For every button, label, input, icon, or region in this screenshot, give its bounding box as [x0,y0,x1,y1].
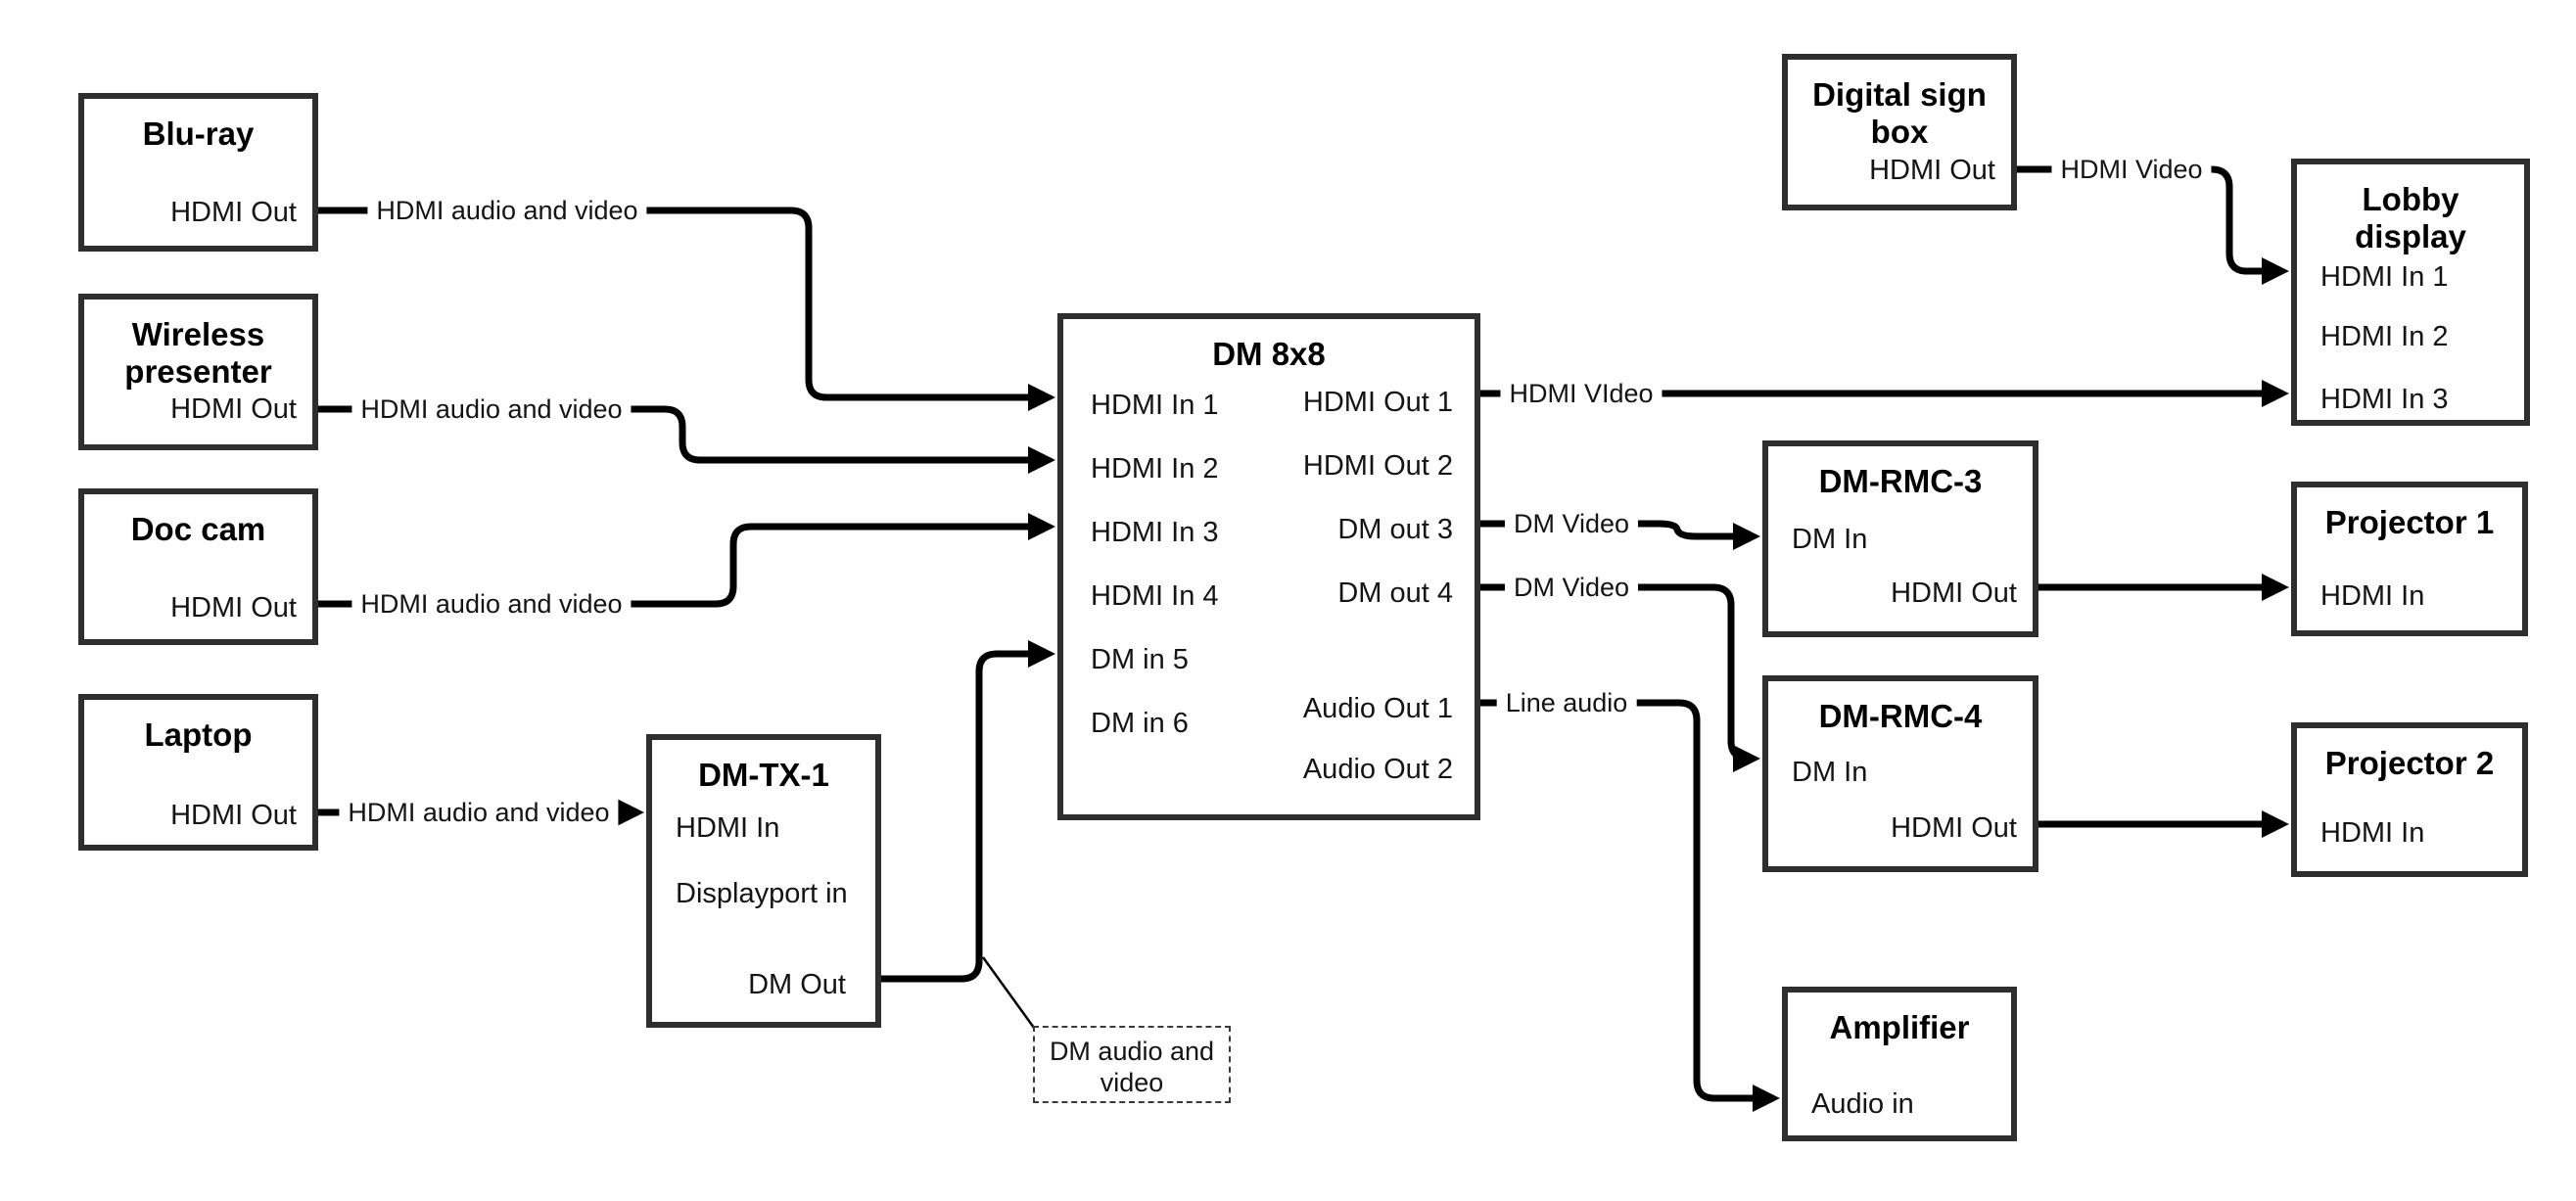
arrowhead-dm8x8-in5 [1028,640,1055,668]
note-text: DM audio and video [1049,1037,1215,1097]
port-dm8x8-dm-in-6: DM in 6 [1091,708,1189,739]
arrowhead-dmtx1-hdmi-in [617,799,644,826]
box-wireless-presenter: Wireless presenter HDMI Out [78,294,318,450]
port-amplifier-audio-in: Audio in [1811,1088,1914,1120]
box-title: Projector 1 [2324,504,2495,540]
port-rmc4-dm-in: DM In [1792,757,1868,788]
box-laptop: Laptop HDMI Out [78,694,318,851]
port-rmc3-dm-in: DM In [1792,524,1868,555]
port-laptop-hdmi-out: HDMI Out [170,800,297,831]
box-projector-1: Projector 1 HDMI In [2291,482,2528,636]
box-title: Digital sign box [1812,76,1987,150]
port-lobby-hdmi-in-2: HDMI In 2 [2320,321,2449,352]
box-amplifier: Amplifier Audio in [1782,987,2017,1141]
box-doc-cam: Doc cam HDMI Out [78,488,318,645]
port-lobby-hdmi-in-3: HDMI In 3 [2320,384,2449,415]
box-title: Amplifier [1829,1009,1970,1045]
wire-dmtx1-to-dm8x8-in5 [881,650,1030,983]
port-projector2-hdmi-in: HDMI In [2320,817,2425,849]
wire-label-dm-video-3: DM Video [1504,508,1639,539]
box-title: Doc cam [130,511,266,547]
port-dm8x8-hdmi-in-4: HDMI In 4 [1091,580,1219,612]
box-lobby-display: Lobby display HDMI In 1 HDMI In 2 HDMI I… [2291,159,2530,426]
arrowhead-projector1-hdmi-in [2262,574,2289,601]
box-dm-rmc-3: DM-RMC-3 DM In HDMI Out [1762,440,2038,637]
wire-label-wireless: HDMI audio and video [351,393,632,425]
port-digitalsign-hdmi-out: HDMI Out [1869,155,1995,186]
box-title: Wireless presenter [124,316,272,390]
port-dm8x8-audio-out-2: Audio Out 2 [1302,754,1453,785]
wire-label-laptop: HDMI audio and video [339,797,619,828]
wire-doccam-to-dm8x8-in3 [318,523,1030,608]
box-title: Lobby display [2355,181,2466,254]
wire-label-line-audio: Line audio [1496,687,1637,718]
arrowhead-dm8x8-in3 [1028,513,1055,540]
box-title: Blu-ray [142,115,255,152]
note-pointer-line [981,956,1036,1029]
port-dmtx1-dm-out: DM Out [748,969,846,1000]
port-doccam-hdmi-out: HDMI Out [170,592,297,624]
box-title: DM-RMC-3 [1818,463,1983,499]
port-dm8x8-dm-out-4: DM out 4 [1337,577,1453,609]
port-dmtx1-hdmi-in: HDMI In [676,812,780,844]
arrowhead-lobby-in3 [2262,380,2289,407]
port-dm8x8-dm-in-5: DM in 5 [1091,644,1189,675]
wire-label-dm-video-4: DM Video [1504,572,1639,603]
port-rmc4-hdmi-out: HDMI Out [1891,812,2017,844]
wire-bluray-to-dm8x8-in1 [318,207,1030,401]
note-dm-audio-and-video: DM audio and video [1033,1026,1231,1103]
box-title: DM-RMC-4 [1818,698,1983,734]
arrowhead-amplifier-audio-in [1753,1085,1780,1112]
arrowhead-projector2-hdmi-in [2262,810,2289,838]
port-dm8x8-hdmi-in-2: HDMI In 2 [1091,453,1219,485]
port-dm8x8-hdmi-out-2: HDMI Out 2 [1302,450,1453,482]
arrowhead-dm8x8-in1 [1028,384,1055,411]
wire-label-bluray: HDMI audio and video [367,195,647,226]
port-dm8x8-hdmi-in-3: HDMI In 3 [1091,517,1219,548]
port-rmc3-hdmi-out: HDMI Out [1891,577,2017,609]
port-lobby-hdmi-in-1: HDMI In 1 [2320,261,2449,293]
box-title: DM-TX-1 [698,757,829,793]
box-dm-8x8: DM 8x8 HDMI In 1 HDMI In 2 HDMI In 3 HDM… [1057,313,1480,820]
box-dm-rmc-4: DM-RMC-4 DM In HDMI Out [1762,675,2038,872]
box-title: Laptop [144,716,253,753]
arrowhead-rmc3-dm-in [1733,523,1760,550]
wire-dm8x8-out4-to-rmc4 [1480,583,1750,762]
box-bluray: Blu-ray HDMI Out [78,93,318,252]
box-digital-sign: Digital sign box HDMI Out [1782,54,2017,210]
port-dm8x8-hdmi-out-1: HDMI Out 1 [1302,387,1453,418]
port-dmtx1-displayport-in: Displayport in [676,878,848,909]
port-dm8x8-hdmi-in-1: HDMI In 1 [1091,390,1219,421]
port-bluray-hdmi-out: HDMI Out [170,197,297,228]
box-title: DM 8x8 [1212,336,1326,372]
arrowhead-rmc4-dm-in [1733,745,1760,772]
wire-label-hdmi-video-sign: HDMI Video [2051,154,2212,185]
wire-label-hdmi-video-out1: HDMI VIdeo [1500,378,1663,409]
box-projector-2: Projector 2 HDMI In [2291,722,2528,877]
wire-wireless-to-dm8x8-in2 [318,405,1030,464]
arrowhead-lobby-in1 [2262,257,2289,285]
box-dm-tx-1: DM-TX-1 HDMI In Displayport in DM Out [646,734,881,1028]
port-wireless-hdmi-out: HDMI Out [170,393,297,425]
box-title: Projector 2 [2324,745,2495,781]
arrowhead-dm8x8-in2 [1028,446,1055,474]
port-dm8x8-dm-out-3: DM out 3 [1337,514,1453,545]
wire-label-doccam: HDMI audio and video [351,588,632,620]
wire-dm8x8-audio1-to-amplifier [1480,699,1756,1102]
port-projector1-hdmi-in: HDMI In [2320,580,2425,612]
wire-digitalsign-to-lobby-in1 [2017,165,2264,275]
port-dm8x8-audio-out-1: Audio Out 1 [1302,693,1453,724]
wire-dm8x8-out3-to-rmc3 [1480,520,1735,540]
